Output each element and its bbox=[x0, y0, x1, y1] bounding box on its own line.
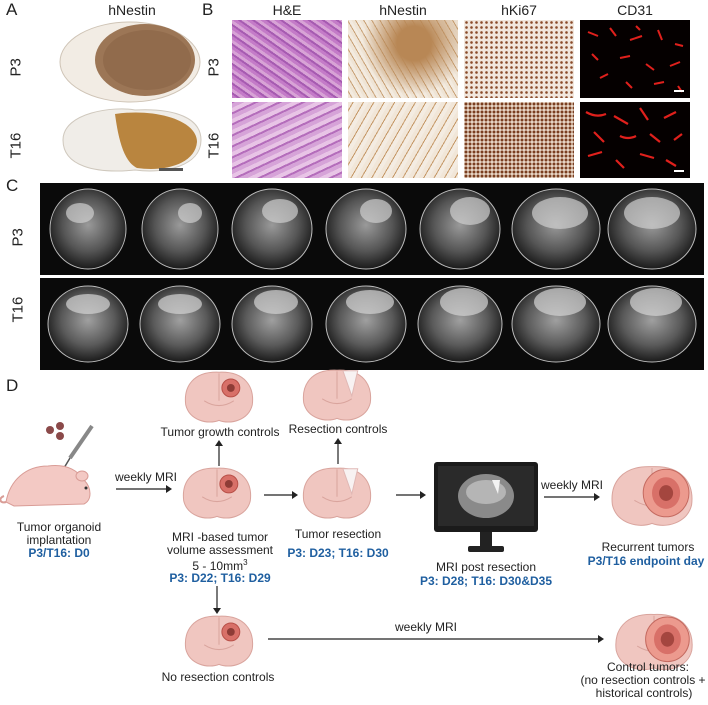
recurrent-label: Recurrent tumors bbox=[601, 540, 695, 554]
mri-assessment-text-2: volume assessment bbox=[166, 543, 274, 557]
arrow-monitor-to-recurrent bbox=[544, 492, 600, 502]
arrow-resection-to-monitor bbox=[396, 490, 426, 500]
weekly-mri-label-2: weekly MRI bbox=[540, 478, 603, 492]
panel-label-a: A bbox=[6, 0, 18, 19]
panel-b-row-p3: P3 bbox=[205, 58, 223, 77]
hki67-p3-image bbox=[464, 20, 574, 98]
brain-recurrent bbox=[608, 464, 696, 530]
implant-day: P3/T16: D0 bbox=[28, 546, 90, 560]
hnestin-t16-image bbox=[348, 102, 458, 178]
control-tumors-text-2: (no resection controls + bbox=[580, 673, 706, 687]
panel-b-col-he: H&E bbox=[272, 2, 302, 18]
hnestin-p3-image bbox=[348, 20, 458, 98]
volume-range: 5 - 10mm bbox=[192, 559, 244, 573]
brain-control-tumors bbox=[612, 612, 696, 674]
arrow-mri-to-resection bbox=[264, 490, 298, 500]
resection-controls-label: Resection controls bbox=[288, 422, 388, 436]
arrow-no-resection-to-control bbox=[268, 634, 604, 644]
panel-b-row-t16: T16 bbox=[205, 132, 223, 159]
arrow-implant-to-mri bbox=[116, 484, 172, 494]
panel-label-c: C bbox=[6, 176, 19, 195]
control-tumors-text-1: Control tumors: bbox=[606, 660, 690, 674]
weekly-mri-label-3: weekly MRI bbox=[394, 620, 457, 634]
weekly-mri-label-1: weekly MRI bbox=[114, 470, 177, 484]
panel-a-title: hNestin bbox=[108, 2, 156, 18]
arrow-to-growth-controls bbox=[214, 440, 224, 466]
post-resection-day: P3: D28; T16: D30&D35 bbox=[419, 574, 553, 588]
panel-a-t16-slice bbox=[55, 104, 205, 176]
no-resection-label: No resection controls bbox=[161, 670, 275, 684]
arrow-to-resection-controls bbox=[333, 438, 343, 464]
panel-a-row-p3: P3 bbox=[7, 58, 25, 77]
brain-resection-controls bbox=[300, 368, 374, 424]
cd31-t16-image bbox=[580, 102, 690, 178]
implant-text-1: Tumor organoid bbox=[16, 520, 102, 534]
arrow-to-no-resection bbox=[212, 586, 222, 614]
panel-label-b: B bbox=[202, 0, 214, 19]
control-tumors-text-3: historical controls) bbox=[595, 686, 693, 700]
panel-label-d: D bbox=[6, 376, 19, 395]
mouse-illustration bbox=[0, 418, 110, 508]
brain-growth-controls bbox=[182, 370, 256, 426]
panel-b-col-cd31: CD31 bbox=[617, 2, 653, 18]
mri-strip-t16 bbox=[40, 278, 704, 370]
he-p3-image bbox=[232, 20, 342, 98]
hki67-t16-image bbox=[464, 102, 574, 178]
volume-unit-exponent: 3 bbox=[243, 558, 248, 567]
panel-a-p3-slice bbox=[55, 20, 205, 104]
mri-strip-p3 bbox=[40, 183, 704, 275]
mri-assessment-day: P3: D22; T16: D29 bbox=[169, 571, 271, 585]
panel-c-row-p3: P3 bbox=[9, 228, 27, 247]
panel-b-col-hnestin: hNestin bbox=[379, 2, 427, 18]
brain-tumor-resection bbox=[300, 466, 374, 522]
cd31-p3-image bbox=[580, 20, 690, 98]
resection-day: P3: D23; T16: D30 bbox=[287, 546, 389, 560]
growth-controls-label: Tumor growth controls bbox=[160, 425, 280, 439]
brain-no-resection bbox=[182, 614, 256, 670]
panel-c-row-t16: T16 bbox=[9, 296, 27, 323]
panel-a-row-t16: T16 bbox=[7, 132, 25, 159]
mri-assessment-text-3: 5 - 10mm3 bbox=[150, 556, 290, 573]
brain-mri-assessment bbox=[180, 466, 254, 522]
mri-assessment-text-1: MRI -based tumor bbox=[171, 530, 269, 544]
recurrent-day: P3/T16 endpoint day bbox=[587, 554, 705, 568]
resection-label: Tumor resection bbox=[294, 527, 382, 541]
monitor-illustration bbox=[434, 462, 538, 554]
he-t16-image bbox=[232, 102, 342, 178]
implant-text-2: implantation bbox=[26, 533, 92, 547]
post-resection-label: MRI post resection bbox=[435, 560, 537, 574]
panel-b-col-hki67: hKi67 bbox=[501, 2, 537, 18]
